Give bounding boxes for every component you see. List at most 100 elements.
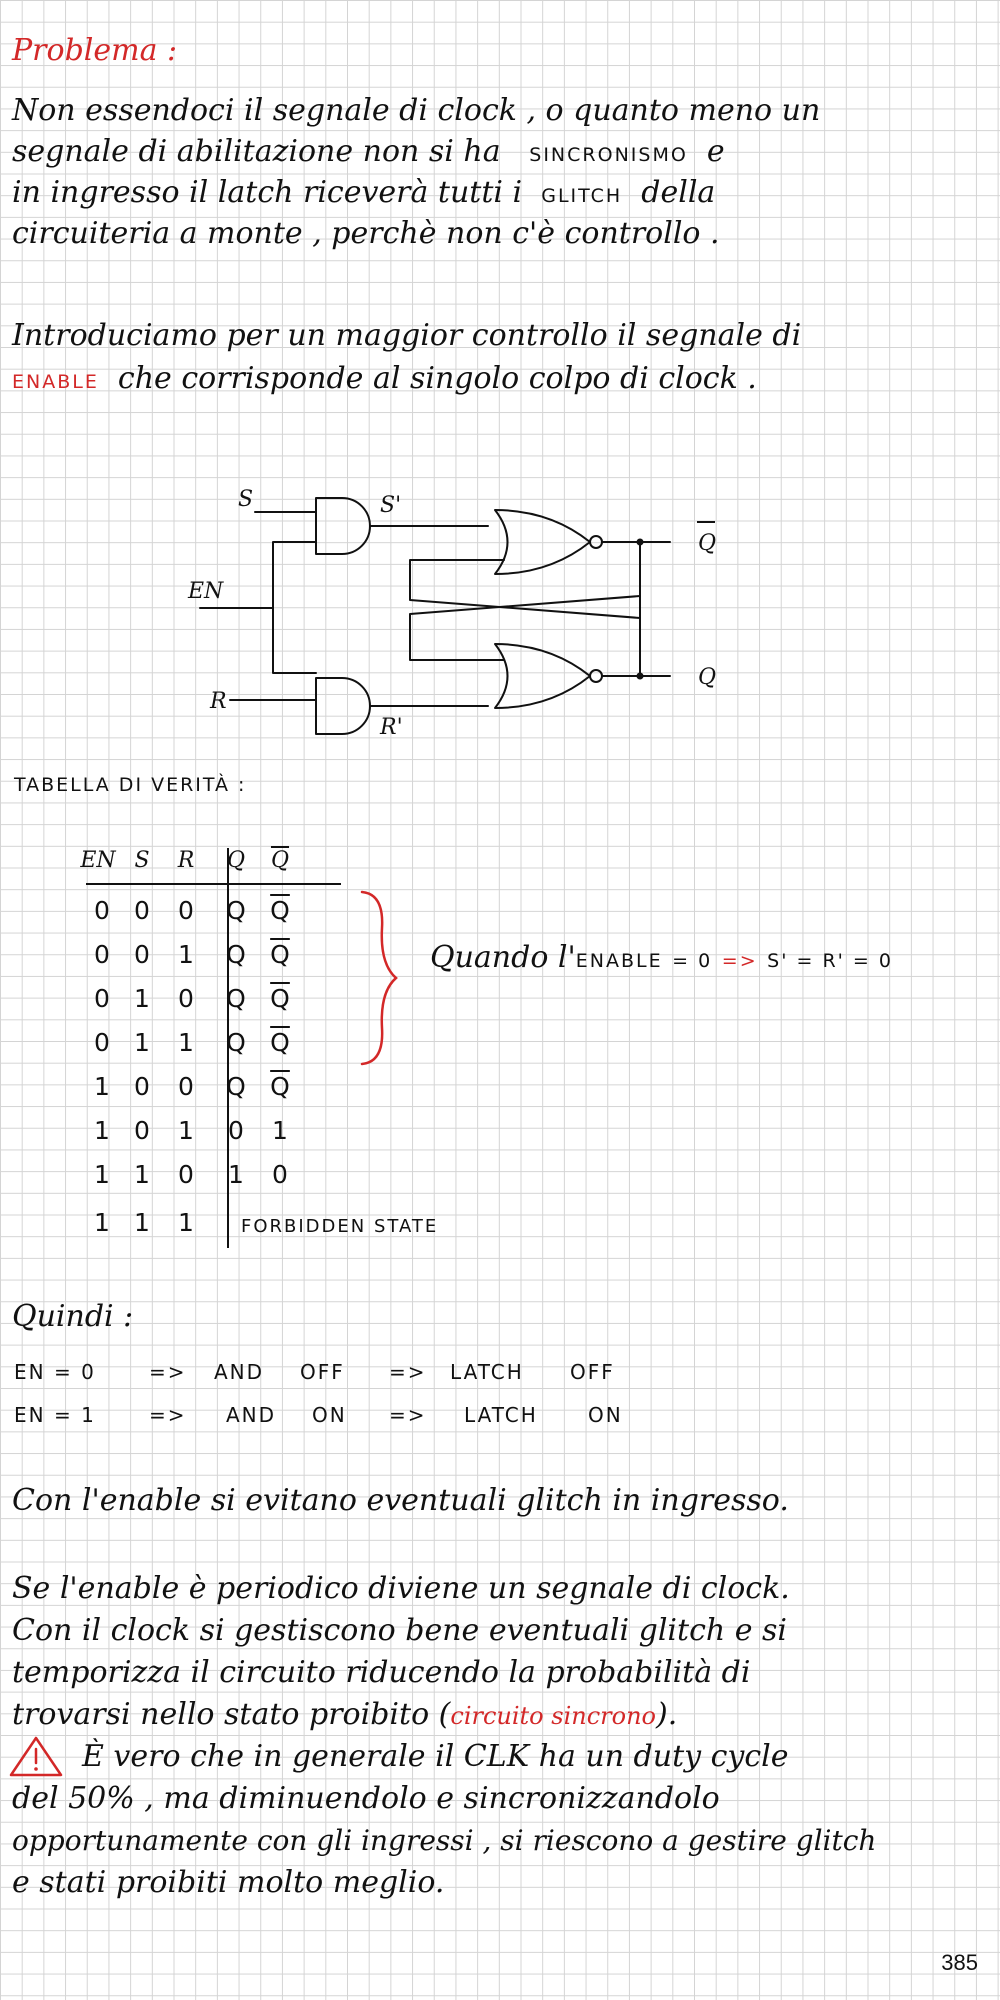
cell-s: 0 [134,1116,150,1145]
clock-paragraph: Se l'enable è periodico diviene un segna… [12,1568,790,1736]
para1-line-1: Non essendoci il segnale di clock , o qu… [12,93,821,128]
para1-line-4: circuiteria a monte , perchè non c'è con… [12,216,720,251]
cell-en: 1 [94,1072,110,1101]
cell-r: 0 [178,1072,194,1101]
junction-dot-bottom [636,672,644,680]
header-q: Q [226,848,246,873]
truth-table-lines [86,848,341,1248]
feedback-cross-2 [409,595,641,661]
label-r-prime: R' [379,715,403,740]
para5-line-3: opportunamente con gli ingressi , si rie… [12,1824,877,1857]
or-gate-bottom [494,643,591,709]
cell-q: Q [226,1072,246,1101]
q1-arrow-1: => [149,1360,187,1384]
page-number: 385 [941,1950,978,1975]
circuito-sincrono-note: circuito sincrono [450,1702,656,1730]
q1-arrow-2: => [389,1360,427,1384]
conjunction-e: e [706,134,725,169]
q1-en: EN = 0 [14,1360,96,1384]
nor-bubble-bottom [589,669,603,683]
q1-latch: LATCH [450,1360,524,1384]
enable-note-eq: = 0 [672,950,713,972]
q2-en: EN = 1 [14,1403,96,1427]
glitch-word: GLITCH [541,185,623,207]
q2-latch: LATCH [464,1403,538,1427]
forbidden-state-label: FORBIDDEN STATE [241,1216,439,1237]
cell-s: 1 [134,984,150,1013]
para4-line-4-end: ). [655,1697,678,1732]
enable-note-result: S' = R' = 0 [767,950,893,972]
cell-q-bar: Q [270,896,290,925]
cell-en: 1 [94,1116,110,1145]
label-s-prime: S' [380,493,401,518]
para4-line-4-start: trovarsi nello stato proibito ( [12,1697,451,1732]
q2-arrow-1: => [149,1403,187,1427]
q1-and: AND [214,1360,265,1384]
cell-s: 1 [134,1208,150,1237]
or-gate-top [494,509,591,575]
cell-q-bar: Q [270,1072,290,1101]
cell-r: 1 [178,1028,194,1057]
para5-line-4: e stati proibiti molto meglio. [12,1865,445,1900]
enable-word: ENABLE [12,371,99,393]
para2-line-1: Introduciamo per un maggior controllo il… [12,318,802,353]
cell-s: 1 [134,1160,150,1189]
cell-r: 0 [178,896,194,925]
quindi-heading: Quindi : [12,1299,134,1334]
cell-q: 0 [228,1116,244,1145]
para4-line-4: trovarsi nello stato proibito (circuito … [12,1694,790,1736]
feedback-cross-1 [409,559,641,619]
q2-and: AND [226,1403,277,1427]
cell-s: 0 [134,940,150,969]
della-word: della [641,175,716,210]
cell-en: 1 [94,1208,110,1237]
warning-icon [9,1736,63,1777]
cell-q-bar: 1 [272,1116,288,1145]
q1-off: OFF [300,1360,345,1384]
cell-en: 0 [94,1028,110,1057]
enable-glitch-paragraph: Con l'enable si evitano eventuali glitch… [12,1483,789,1518]
nor-bubble-top [589,535,603,549]
duty-cycle-paragraph: È vero che in generale il CLK ha un duty… [12,1736,876,1904]
para2-line-2: ENABLE che corrisponde al singolo colpo … [12,358,801,401]
sincronismo-word: SINCRONISMO [529,144,688,166]
cell-q-bar: Q [270,984,290,1013]
en-bus-wire [272,541,317,674]
enable-note-text: Quando l' [430,940,576,975]
header-r: R [177,848,195,873]
cell-q-bar: Q [270,940,290,969]
q2-on: ON [312,1403,347,1427]
truth-table-title: TABELLA DI VERITÀ : [14,774,247,796]
para2-line-2-rest: che corrisponde al singolo colpo di cloc… [117,361,757,396]
header-s: S [134,848,150,873]
cell-r: 1 [178,1208,194,1237]
cell-r: 1 [178,940,194,969]
para4-line-2: Con il clock si gestiscono bene eventual… [12,1613,788,1648]
para5-line-1: È vero che in generale il CLK ha un duty… [82,1739,789,1774]
q1-latch-off: OFF [570,1360,615,1384]
cell-r: 1 [178,1116,194,1145]
cell-en: 1 [94,1160,110,1189]
enable-note-caps: ENABLE [575,950,663,972]
cell-q: 1 [228,1160,244,1189]
cell-q: Q [226,896,246,925]
cell-q-bar: Q [270,1028,290,1057]
and-gate-top [315,497,371,555]
cell-r: 0 [178,984,194,1013]
cell-q: Q [226,984,246,1013]
cell-en: 0 [94,984,110,1013]
header-q-bar: Q [270,848,290,873]
para1-line-3-text: in ingresso il latch riceverà tutti i [12,175,523,210]
page-title: Problema : [12,33,178,68]
para5-line-2: del 50% , ma diminuendolo e sincronizzan… [12,1781,720,1816]
and-gate-bottom [315,677,371,735]
cell-q: Q [226,940,246,969]
cell-s: 0 [134,896,150,925]
header-en: EN [80,848,116,873]
cell-r: 0 [178,1160,194,1189]
enable-intro-paragraph: Introduciamo per un maggior controllo il… [12,315,801,401]
para1-line-2-text: segnale di abilitazione non si ha [12,134,501,169]
cell-en: 0 [94,896,110,925]
cell-en: 0 [94,940,110,969]
label-r: R [209,689,227,714]
